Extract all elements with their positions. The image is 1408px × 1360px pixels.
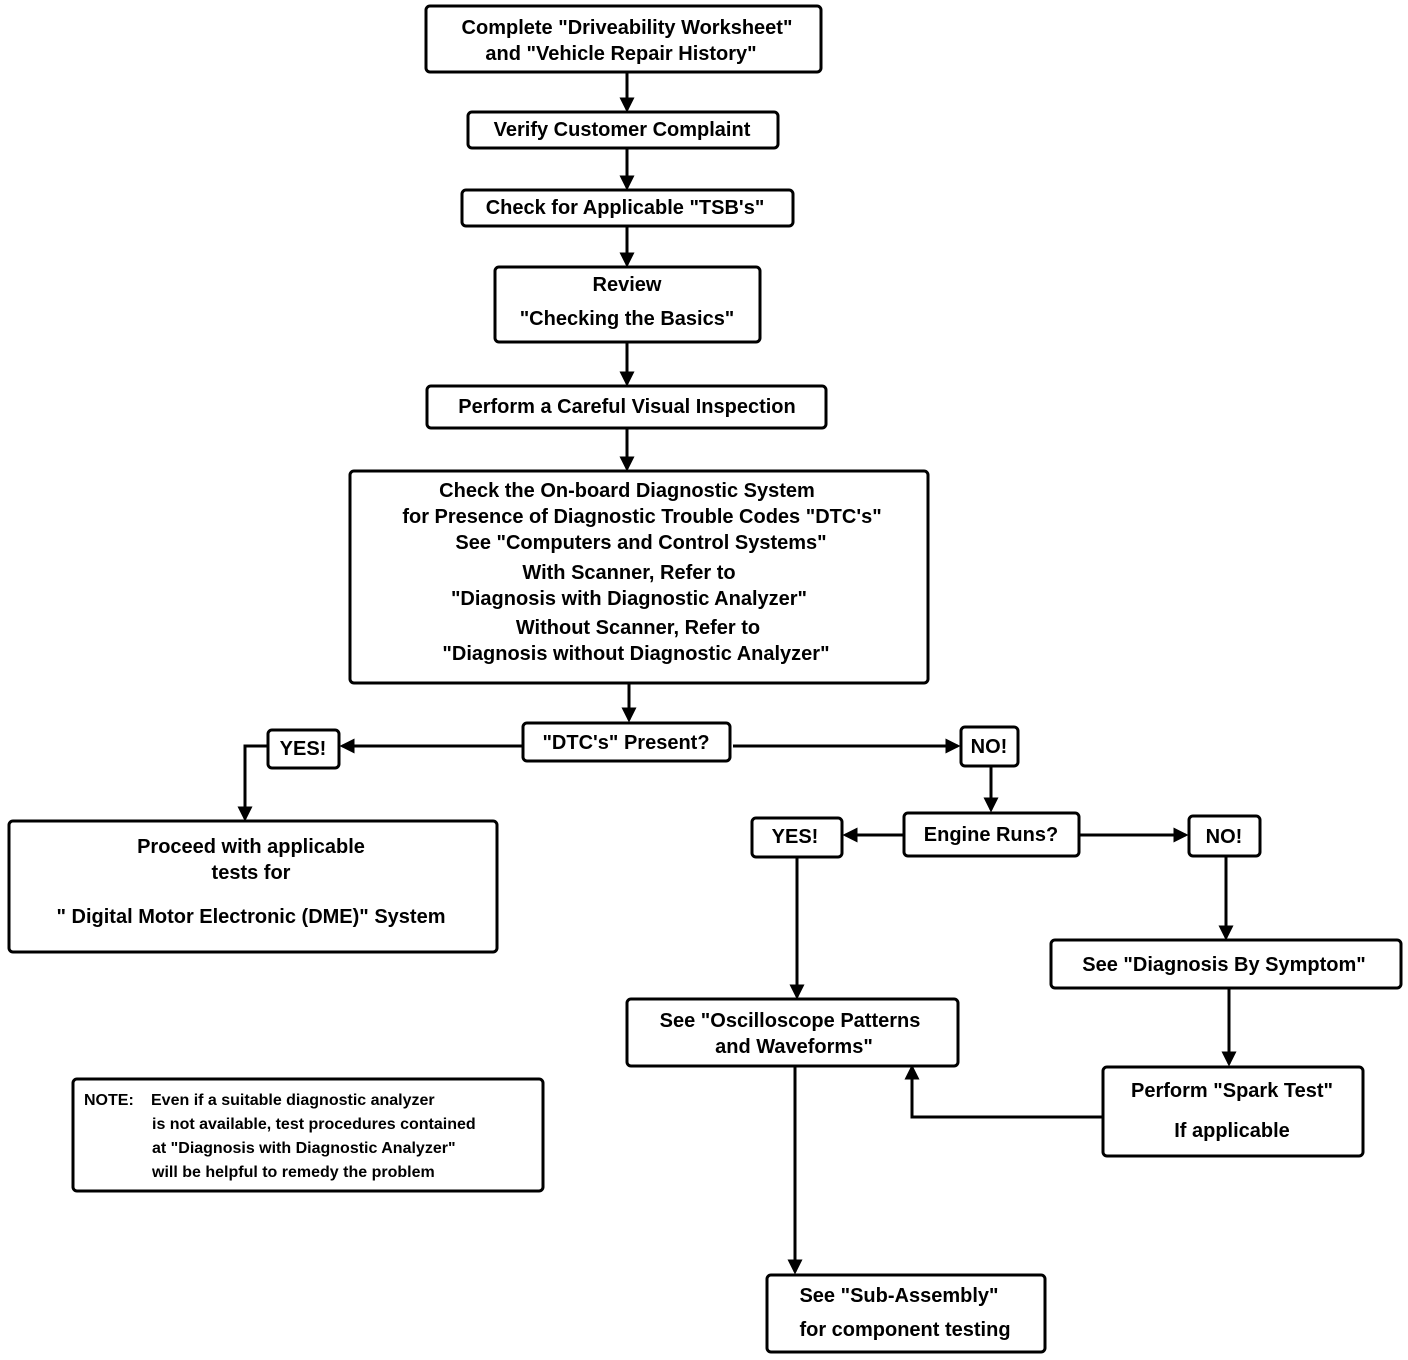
- node-spark-line-2: If applicable: [1174, 1120, 1290, 1142]
- node-oscilloscope: See "Oscilloscope Patterns and Waveforms…: [625, 997, 960, 1068]
- arrow-yes-to-dme: [237, 744, 268, 822]
- node-inspect-line-1: Perform a Careful Visual Inspection: [458, 396, 796, 418]
- node-subassembly-line-2: for component testing: [799, 1319, 1010, 1341]
- node-review: Review "Checking the Basics": [493, 265, 762, 344]
- node-subassembly-line-1: See "Sub-Assembly": [799, 1285, 998, 1307]
- node-obd-line-1: Check the On-board Diagnostic System: [439, 480, 815, 502]
- node-dme-line-3: " Digital Motor Electronic (DME)" System: [56, 906, 445, 928]
- node-engine-runs-line-1: Engine Runs?: [924, 824, 1058, 846]
- node-oscilloscope-line-2: and Waveforms": [715, 1036, 873, 1058]
- node-tsb: Check for Applicable "TSB's": [460, 188, 795, 228]
- note-line-3: at "Diagnosis with Diagnostic Analyzer": [152, 1140, 456, 1157]
- node-worksheet-line-1: Complete "Driveability Worksheet": [462, 17, 793, 39]
- node-verify-line-1: Verify Customer Complaint: [494, 119, 751, 141]
- node-oscilloscope-line-1: See "Oscilloscope Patterns: [660, 1010, 921, 1032]
- note-label: NOTE:: [84, 1092, 134, 1109]
- node-obd-line-3: See "Computers and Control Systems": [455, 532, 826, 554]
- note-line-1: Even if a suitable diagnostic analyzer: [151, 1092, 435, 1109]
- node-no-engine-line-1: NO!: [1206, 826, 1243, 848]
- node-symptom: See "Diagnosis By Symptom": [1049, 938, 1403, 990]
- node-obd-line-6: Without Scanner, Refer to: [516, 617, 760, 639]
- node-obd-line-7: "Diagnosis without Diagnostic Analyzer": [442, 643, 829, 665]
- node-obd-line-5: "Diagnosis with Diagnostic Analyzer": [451, 588, 807, 610]
- node-yes-engine: YES!: [750, 816, 844, 859]
- node-review-line-1: Review: [593, 274, 662, 296]
- node-inspect: Perform a Careful Visual Inspection: [425, 384, 828, 430]
- node-dme-line-1: Proceed with applicable: [137, 836, 365, 858]
- node-dme-line-2: tests for: [212, 862, 291, 884]
- note-box: NOTE: Even if a suitable diagnostic anal…: [71, 1077, 545, 1193]
- node-yes-dtc-line-1: YES!: [280, 738, 327, 760]
- node-yes-engine-line-1: YES!: [772, 826, 819, 848]
- node-tsb-line-1: Check for Applicable "TSB's": [486, 197, 765, 219]
- node-no-dtc-line-1: NO!: [971, 736, 1008, 758]
- node-subassembly: See "Sub-Assembly" for component testing: [765, 1273, 1047, 1354]
- node-dtc-present-line-1: "DTC's" Present?: [542, 732, 709, 754]
- node-no-engine: NO!: [1187, 814, 1262, 858]
- node-yes-dtc: YES!: [266, 728, 341, 770]
- note-line-4: will be helpful to remedy the problem: [151, 1164, 435, 1181]
- node-dtc-present: "DTC's" Present?: [521, 721, 732, 763]
- node-dme: Proceed with applicable tests for " Digi…: [7, 819, 499, 954]
- node-obd-line-4: With Scanner, Refer to: [522, 562, 735, 584]
- node-obd-line-2: for Presence of Diagnostic Trouble Codes…: [402, 506, 881, 528]
- node-obd: Check the On-board Diagnostic System for…: [348, 469, 930, 685]
- node-symptom-line-1: See "Diagnosis By Symptom": [1082, 954, 1366, 976]
- node-no-dtc: NO!: [959, 725, 1020, 768]
- node-spark: Perform "Spark Test" If applicable: [1101, 1065, 1365, 1158]
- node-worksheet: Complete "Driveability Worksheet" and "V…: [424, 4, 823, 74]
- connectors: [237, 72, 1237, 1275]
- node-review-line-2: "Checking the Basics": [520, 308, 735, 330]
- node-engine-runs: Engine Runs?: [902, 811, 1081, 858]
- note-line-2: is not available, test procedures contai…: [152, 1116, 476, 1133]
- node-verify: Verify Customer Complaint: [466, 110, 780, 150]
- arrow-spark-to-oscilloscope: [904, 1064, 1103, 1119]
- node-worksheet-line-2: and "Vehicle Repair History": [485, 43, 756, 65]
- node-spark-line-1: Perform "Spark Test": [1131, 1080, 1333, 1102]
